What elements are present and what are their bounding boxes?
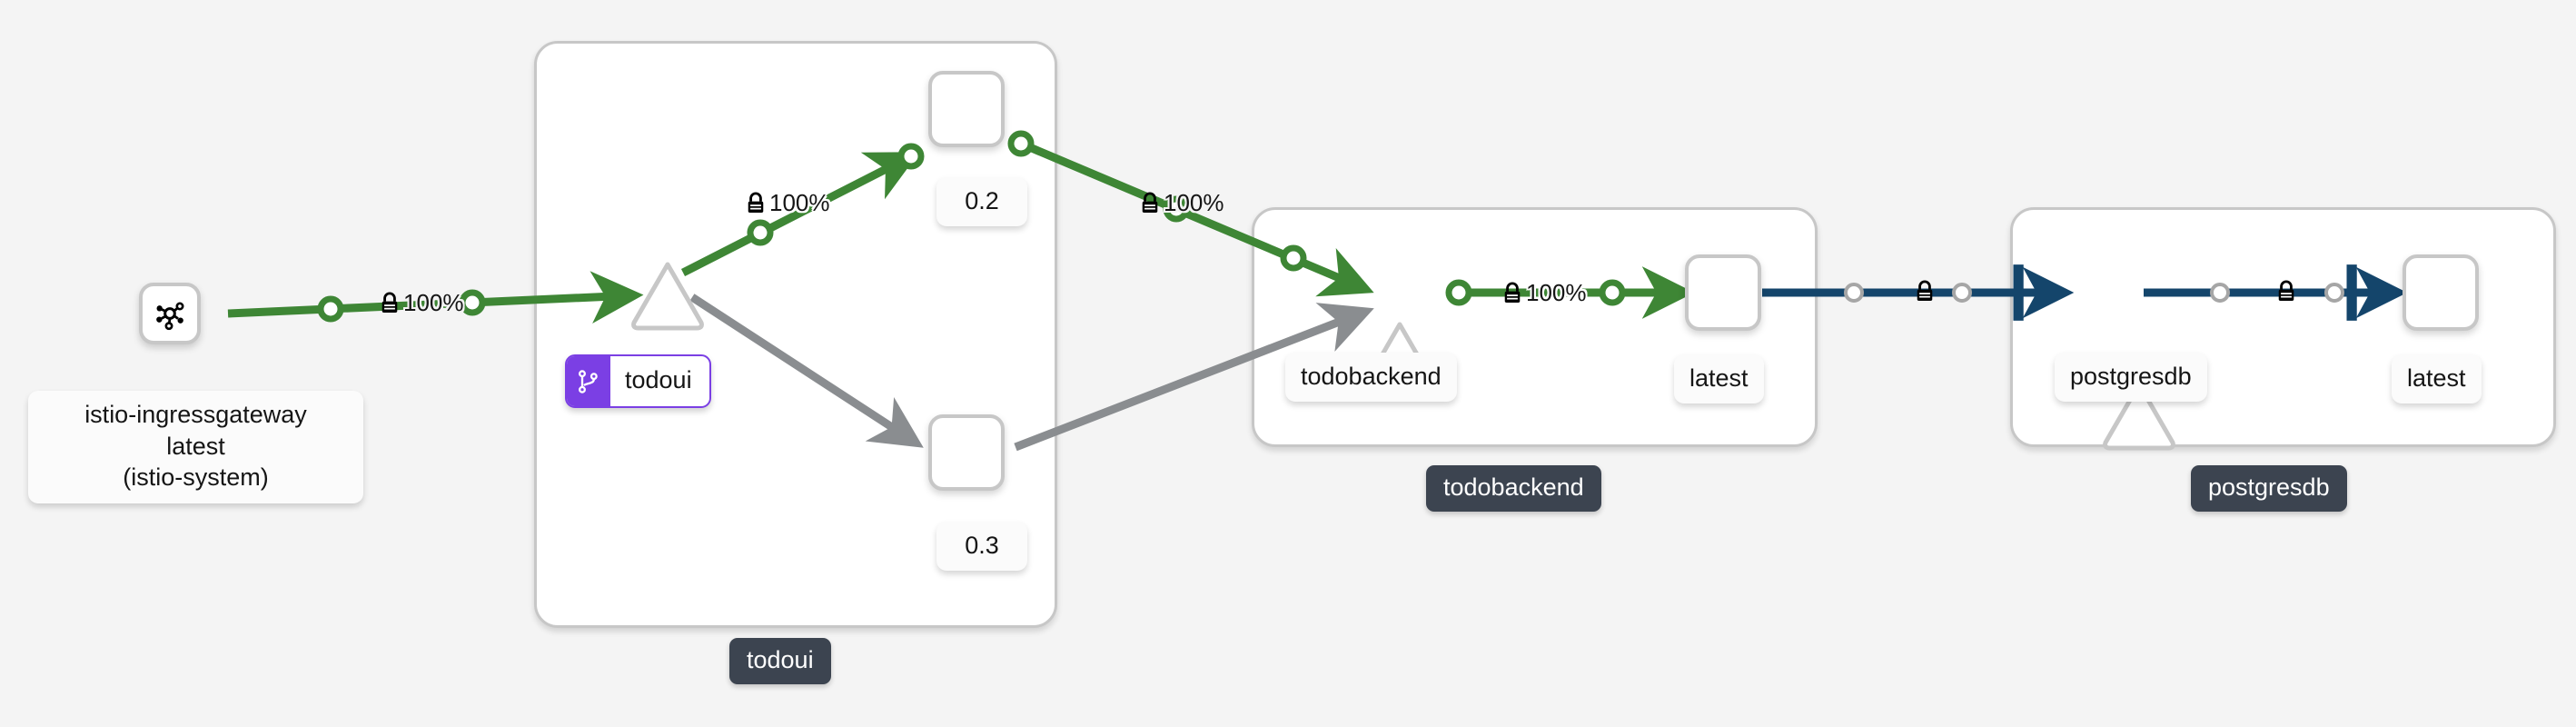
workload-node-box-v02[interactable] [928,71,1005,147]
service-triangle-icon[interactable] [627,259,708,332]
gateway-icon [156,302,184,331]
namespace-tag-postgresdb[interactable]: postgresdb [2191,465,2347,512]
node-todoui-service[interactable] [627,259,704,331]
mtls-lock-icon [745,192,767,215]
workload-node-box-v03[interactable] [928,414,1005,491]
mtls-lock-icon [1914,280,1936,304]
namespace-tag-todoui[interactable]: todoui [729,638,831,684]
node-todoui-v03[interactable] [928,414,1005,491]
node-istio-ingressgateway[interactable] [139,283,201,344]
mtls-lock-icon [1139,192,1161,215]
gateway-node-box[interactable] [139,283,201,344]
mtls-lock-icon [1501,282,1523,305]
edge-label-v02-to-todobackend[interactable]: 100% [1139,189,1224,217]
virtual-service-label: todoui [625,366,692,393]
node-postgresdb-service[interactable] [2098,379,2175,451]
node-label-todoui-v03: 0.3 [936,522,1027,572]
virtual-service-badge-todoui[interactable]: todoui [565,354,711,408]
node-label-todobackend-latest: latest [1674,354,1764,404]
edge-label-gateway-to-todoui[interactable]: 100% [379,289,464,317]
mtls-lock-icon [2275,280,2297,304]
edge-label-latest-to-postgresdb[interactable] [1914,280,1936,304]
node-label-postgresdb-latest: latest [2392,354,2482,404]
node-todoui-v02[interactable] [928,71,1005,147]
edge-rate-label: 100% [403,289,464,316]
virtual-service-icon [567,356,610,406]
node-label-postgresdb-service: postgresdb [2055,353,2207,403]
node-label-istio-ingressgateway: istio-ingressgateway latest (istio-syste… [28,391,363,503]
node-label-todoui-v02: 0.2 [936,177,1027,227]
node-label-todobackend-service: todobackend [1285,353,1457,403]
workload-node-box-todobackend-latest[interactable] [1685,254,1761,331]
edge-rate-label: 100% [1526,279,1587,306]
node-postgresdb-latest[interactable] [2403,254,2479,331]
edge-label-postgresdb-to-latest[interactable] [2275,280,2297,304]
service-triangle-icon-postgresdb[interactable] [2098,379,2180,452]
mtls-lock-icon [379,292,401,315]
namespace-tag-todobackend[interactable]: todobackend [1426,465,1601,512]
edge-rate-label: 100% [1164,189,1224,216]
node-todobackend-latest[interactable] [1685,254,1761,331]
workload-node-box-postgresdb-latest[interactable] [2403,254,2479,331]
edge-label-todobackend-to-latest[interactable]: 100% [1501,279,1587,307]
edge-rate-label: 100% [769,189,830,216]
edge-label-todoui-to-v02[interactable]: 100% [745,189,830,217]
